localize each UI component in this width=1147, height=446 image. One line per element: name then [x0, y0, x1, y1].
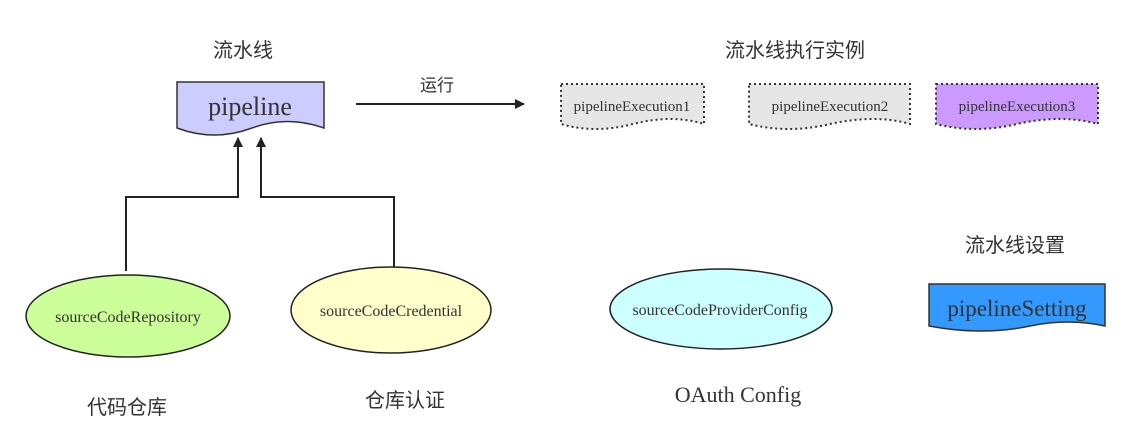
- credential-label: sourceCodeCredential: [320, 303, 463, 320]
- pipeline-node[interactable]: pipeline: [176, 81, 325, 136]
- run-edge-label: 运行: [420, 76, 454, 96]
- credential-node[interactable]: sourceCodeCredential: [290, 266, 492, 354]
- execution-label: pipelineExecution3: [959, 99, 1076, 115]
- credential-shape: [290, 266, 492, 354]
- execution-node-3[interactable]: pipelineExecution3: [935, 83, 1099, 130]
- execution-label: pipelineExecution1: [574, 99, 691, 115]
- setting-title: 流水线设置: [965, 233, 1065, 257]
- setting-shape: [928, 283, 1106, 332]
- provider-config-label: sourceCodeProviderConfig: [632, 302, 807, 319]
- provider-config-node[interactable]: sourceCodeProviderConfig: [609, 268, 833, 350]
- credential-to-pipeline-edge: [256, 137, 395, 267]
- credential-caption: 仓库认证: [365, 388, 445, 412]
- pipeline-label: pipeline: [208, 92, 292, 121]
- pipeline-title: 流水线: [213, 38, 273, 62]
- setting-node[interactable]: pipelineSetting: [928, 283, 1106, 332]
- execution-node-1[interactable]: pipelineExecution1: [560, 83, 705, 130]
- repository-node[interactable]: sourceCodeRepository: [25, 274, 231, 358]
- repository-shape: [25, 274, 231, 358]
- repository-caption: 代码仓库: [87, 395, 167, 419]
- execution-shape: [748, 83, 911, 130]
- repository-label: sourceCodeRepository: [55, 309, 201, 326]
- execution-shape: [560, 83, 705, 130]
- provider-config-shape: [609, 268, 833, 350]
- pipeline-shape: [176, 81, 325, 136]
- execution-label: pipelineExecution2: [772, 99, 889, 115]
- run-edge: 运行: [356, 76, 525, 109]
- oauth-caption: OAuth Config: [675, 382, 802, 407]
- execution-shape: [935, 83, 1099, 130]
- execution-node-2[interactable]: pipelineExecution2: [748, 83, 911, 130]
- executions-title: 流水线执行实例: [725, 38, 865, 62]
- setting-label: pipelineSetting: [947, 296, 1087, 321]
- repository-to-pipeline-edge: [125, 137, 243, 271]
